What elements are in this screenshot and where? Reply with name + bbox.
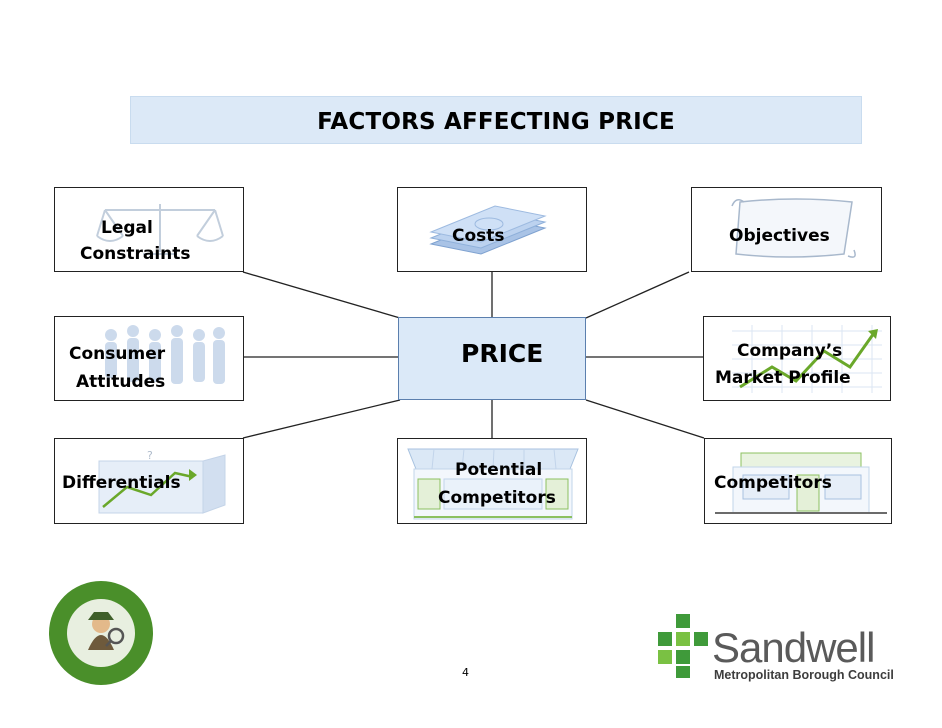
title-bar: FACTORS AFFECTING PRICE <box>130 96 862 144</box>
consumer-line2: Attitudes <box>76 368 165 396</box>
connector-competitors <box>586 400 704 438</box>
factor-objectives: Objectives <box>691 187 882 272</box>
company-line2: Market Profile <box>715 364 851 392</box>
potential-line2: Competitors <box>438 484 556 512</box>
svg-text:?: ? <box>147 449 153 462</box>
factor-company-market-profile: Company’s Market Profile <box>703 316 891 401</box>
differentials-label: Differentials <box>62 469 181 497</box>
sandwell-logo-mark <box>656 612 714 680</box>
costs-label: Costs <box>452 222 505 250</box>
supporters-badge-logo <box>48 580 154 686</box>
sandwell-logo-name: Sandwell <box>712 624 874 672</box>
connector-objectives <box>586 272 689 318</box>
price-label: PRICE <box>461 340 543 368</box>
factor-potential-competitors: Potential Competitors <box>397 438 587 524</box>
connector-legal <box>243 272 400 318</box>
competitors-label: Competitors <box>714 469 832 497</box>
factor-legal-constraints: Legal Constraints <box>54 187 244 272</box>
page-number: 4 <box>462 666 469 679</box>
factor-costs: Costs <box>397 187 587 272</box>
objectives-label: Objectives <box>729 222 830 250</box>
center-price: PRICE <box>398 317 586 400</box>
sandwell-logo-subtitle: Metropolitan Borough Council <box>714 668 894 682</box>
legal-line1: Legal <box>101 214 153 242</box>
consumer-line1: Consumer <box>69 340 165 368</box>
factor-competitors: Competitors <box>704 438 892 524</box>
factor-consumer-attitudes: Consumer Attitudes <box>54 316 244 401</box>
company-line1: Company’s <box>737 337 842 365</box>
connector-differentials <box>243 400 400 438</box>
page-title: FACTORS AFFECTING PRICE <box>131 97 861 145</box>
potential-line1: Potential <box>455 456 542 484</box>
factor-differentials: ? Differentials <box>54 438 244 524</box>
legal-line2: Constraints <box>80 240 191 268</box>
